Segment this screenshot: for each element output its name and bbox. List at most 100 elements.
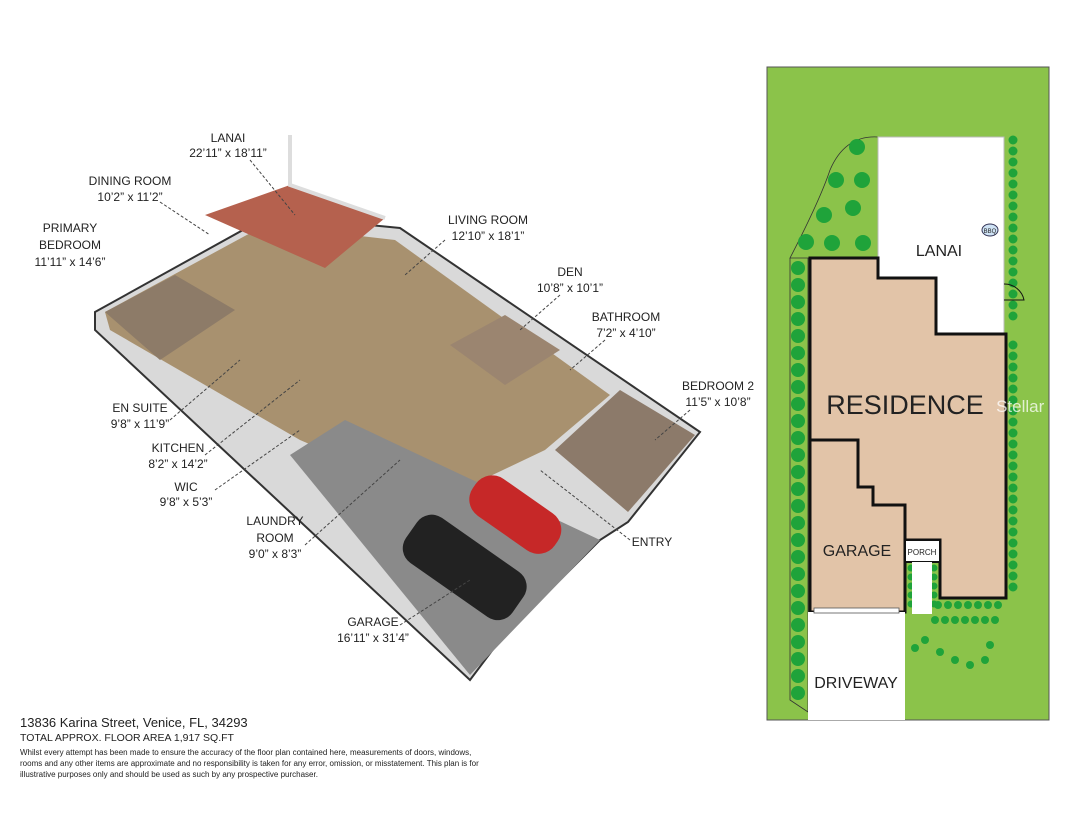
shrub — [1008, 267, 1018, 277]
shrub — [791, 414, 805, 428]
bbq-label: BBQ — [984, 229, 997, 235]
shrub — [791, 635, 805, 649]
site-garage-label: GARAGE — [823, 543, 891, 560]
shrub — [1008, 582, 1018, 592]
shrub — [941, 616, 949, 624]
shrub — [849, 139, 865, 155]
shrub — [791, 601, 805, 615]
primary-bedroom-label-2: BEDROOM — [39, 238, 101, 252]
shrub — [930, 582, 938, 590]
shrub — [791, 499, 805, 513]
shrub — [791, 516, 805, 530]
entry-label: ENTRY — [632, 535, 672, 549]
bedroom-2-dims: 11’5” x 10’8” — [685, 395, 750, 409]
shrub — [951, 616, 959, 624]
shrub — [845, 200, 861, 216]
shrub — [1008, 212, 1018, 222]
shrub — [1008, 179, 1018, 189]
shrub — [964, 601, 972, 609]
shrub — [828, 172, 844, 188]
den-label: DEN — [557, 265, 582, 279]
wic-label: WIC — [174, 480, 198, 494]
primary-bedroom-dims: 11’11” x 14’6” — [35, 255, 106, 269]
site-driveway-label: DRIVEWAY — [814, 675, 898, 692]
shrub — [1008, 516, 1018, 526]
shrub — [1008, 428, 1018, 438]
address: 13836 Karina Street, Venice, FL, 34293 — [20, 715, 248, 730]
shrub — [791, 431, 805, 445]
shrub — [966, 661, 974, 669]
shrub — [1008, 168, 1018, 178]
shrub — [931, 616, 939, 624]
en-suite-dims: 9’8” x 11’9” — [111, 417, 169, 431]
primary-bedroom-label: PRIMARY — [43, 221, 97, 235]
bedroom2-floor — [555, 390, 695, 512]
shrub — [791, 567, 805, 581]
lanai-label: LANAI — [211, 131, 246, 145]
bathroom-label: BATHROOM — [592, 310, 660, 324]
shrub — [791, 669, 805, 683]
shrub — [791, 533, 805, 547]
site-lanai-label: LANAI — [916, 243, 962, 260]
bathroom-dims: 7’2” x 4’10” — [596, 326, 655, 340]
shrub — [974, 601, 982, 609]
shrub — [981, 616, 989, 624]
shrub — [791, 448, 805, 462]
walkway — [912, 562, 932, 614]
shrub — [1008, 362, 1018, 372]
shrub — [1008, 472, 1018, 482]
shrub — [1008, 560, 1018, 570]
shrub — [791, 312, 805, 326]
shrub — [791, 482, 805, 496]
shrub — [855, 235, 871, 251]
shrub — [930, 600, 938, 608]
site-plan: BBQ LANAI RESIDENCE GARAGE PORCH DRIVEWA… — [766, 66, 1084, 721]
shrub — [791, 363, 805, 377]
disclaimer: Whilst every attempt has been made to en… — [20, 748, 479, 779]
garage-dims: 16’11” x 31’4” — [337, 631, 409, 645]
shrub — [1008, 190, 1018, 200]
shrub — [930, 573, 938, 581]
shrub — [816, 207, 832, 223]
car-red — [469, 475, 562, 554]
driveway-area — [808, 612, 905, 720]
lanai-dims: 22’11” x 18’11” — [189, 146, 267, 160]
kitchen-dims: 8’2” x 14’2” — [148, 457, 207, 471]
leader-lines — [159, 159, 691, 626]
shrub — [791, 465, 805, 479]
shrub — [1008, 406, 1018, 416]
shrub — [1008, 201, 1018, 211]
main-floor — [105, 225, 610, 500]
3d-floor-plan — [94, 135, 702, 682]
shrub — [1008, 289, 1018, 299]
site-residence-label: RESIDENCE — [826, 390, 984, 420]
shrub — [944, 601, 952, 609]
shrub — [1008, 311, 1018, 321]
shrub — [1008, 505, 1018, 515]
shrub — [791, 686, 805, 700]
car-black — [402, 514, 527, 621]
shrub — [854, 172, 870, 188]
lanai-door — [1003, 283, 1025, 301]
bedroom-2-label: BEDROOM 2 — [682, 379, 754, 393]
laundry-room-label-2: ROOM — [256, 531, 293, 545]
footer: 13836 Karina Street, Venice, FL, 34293 T… — [20, 715, 490, 780]
shrub — [1008, 157, 1018, 167]
shrub — [961, 616, 969, 624]
laundry-room-dims: 9’0” x 8’3” — [249, 547, 302, 561]
garage-outline — [810, 438, 907, 540]
shrub — [1008, 483, 1018, 493]
shrub — [1008, 571, 1018, 581]
shrub — [791, 550, 805, 564]
shrub — [986, 641, 994, 649]
shrub — [791, 261, 805, 275]
shrub — [991, 616, 999, 624]
shrub — [1008, 439, 1018, 449]
laundry-room-label: LAUNDRY — [246, 514, 303, 528]
shrub — [921, 636, 929, 644]
primary-bedroom-floor — [105, 275, 235, 360]
shrub — [911, 644, 919, 652]
site-porch-label: PORCH — [908, 548, 937, 557]
shrub — [791, 295, 805, 309]
